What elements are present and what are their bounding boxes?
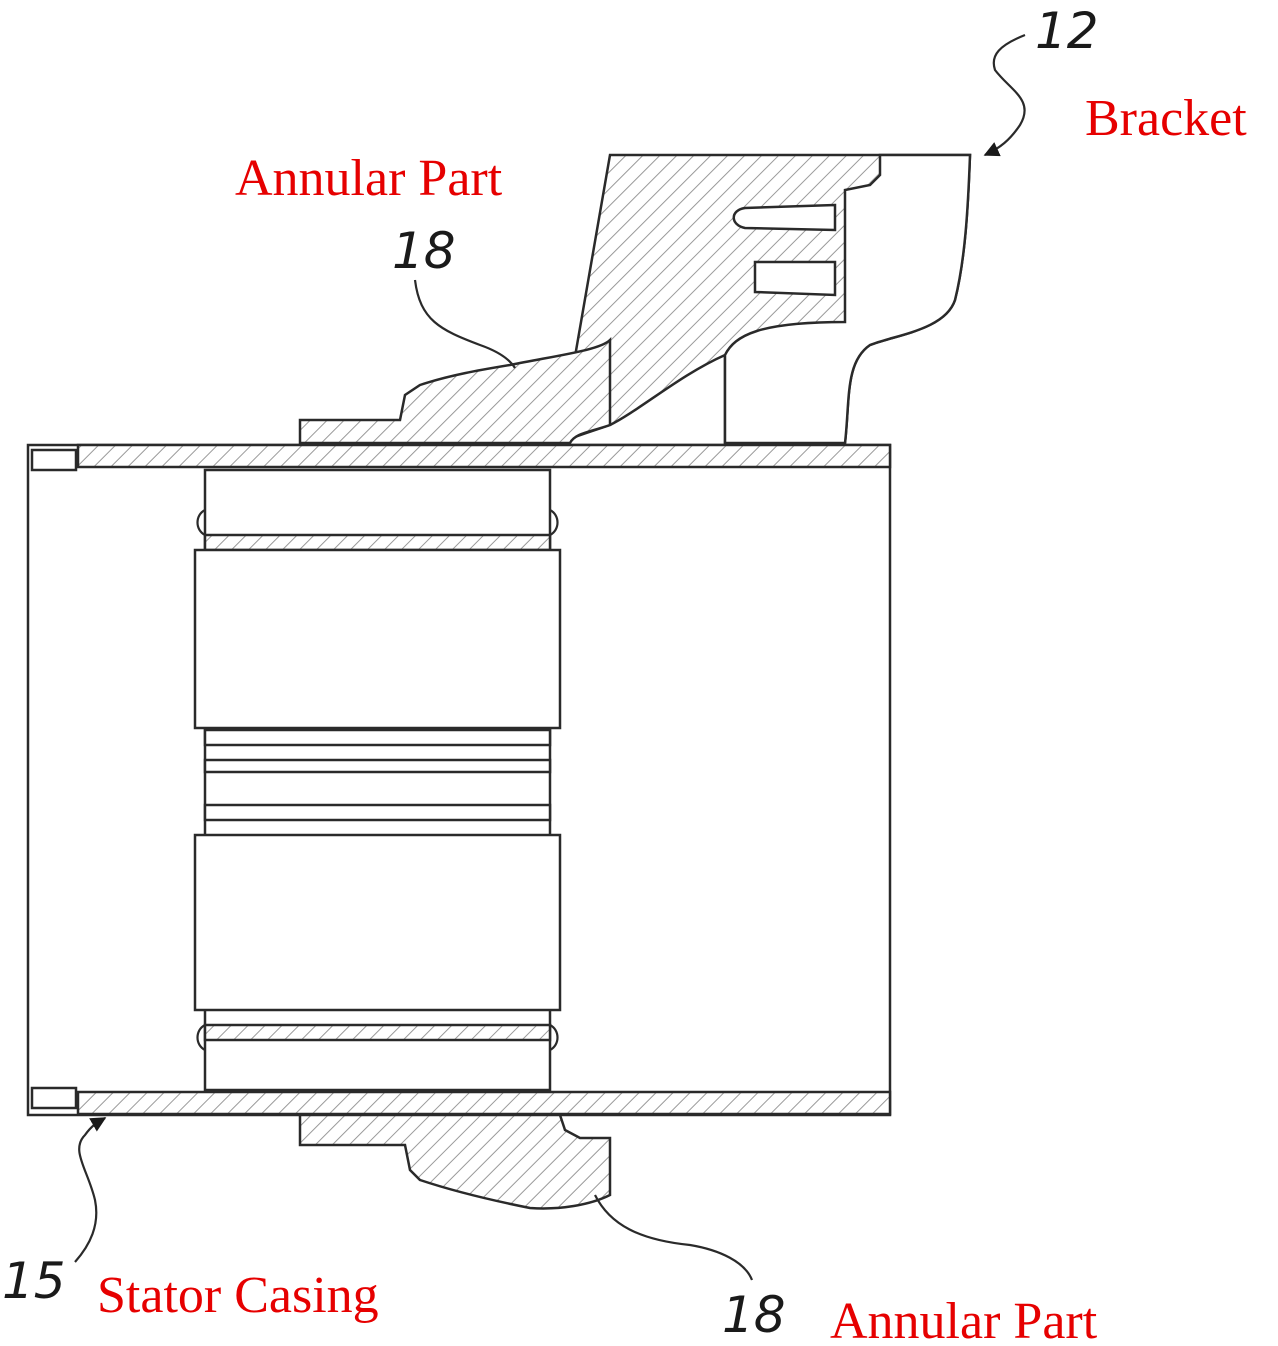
leader-15 [74, 1117, 107, 1263]
casing-end-top [30, 448, 78, 472]
ref-number-18-top: 18 [392, 222, 456, 280]
ref-number-18-bottom: 18 [722, 1286, 786, 1344]
annular-top-body [298, 336, 612, 445]
bracket [558, 153, 972, 446]
core-groove-3 [203, 803, 552, 822]
core-groove-1 [203, 728, 552, 747]
leader-12 [983, 33, 1026, 157]
label-bracket: Bracket [1085, 90, 1247, 147]
bracket-slot-upper [732, 203, 837, 232]
core-block-2 [193, 833, 562, 1012]
ref-number-12: 12 [1035, 2, 1099, 60]
label-stator-casing: Stator Casing [97, 1267, 379, 1324]
core-edge-right-2 [549, 1024, 559, 1051]
leader-18-bottom [594, 1194, 754, 1281]
label-annular-part-bottom: Annular Part [830, 1293, 1098, 1346]
core-edge-left-2 [196, 1024, 206, 1051]
label-annular-part-top: Annular Part [235, 150, 503, 207]
core-groove-2 [203, 758, 552, 774]
annular-bottom-body [298, 1113, 612, 1210]
ref-number-15: 15 [2, 1252, 66, 1310]
annular-part-bottom [298, 1113, 612, 1210]
core-edge-right [549, 509, 559, 536]
core-edge-left [196, 509, 206, 536]
casing-wall-bottom [76, 1090, 892, 1116]
bracket-cap [723, 153, 972, 445]
leader-18-top [413, 279, 516, 369]
bracket-slot-lower [753, 260, 837, 297]
core-block-1 [193, 548, 562, 730]
casing-wall-top [76, 443, 892, 469]
casing-end-bottom [30, 1086, 78, 1110]
core-band-1 [203, 533, 552, 552]
stator-core [193, 468, 562, 1092]
core-band-2 [203, 1023, 552, 1042]
annular-part-top [298, 336, 612, 445]
